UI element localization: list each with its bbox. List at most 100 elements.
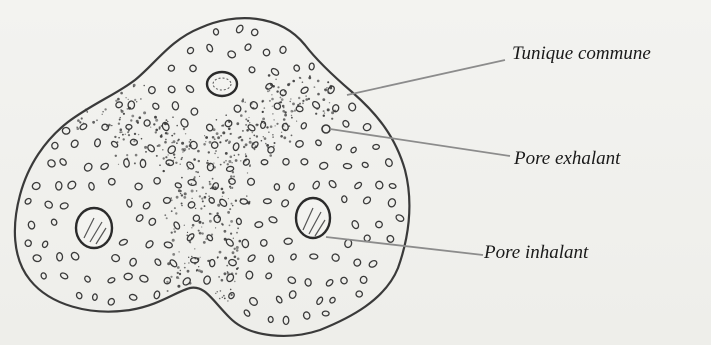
- stipple-dot: [246, 129, 249, 132]
- stipple-dot: [224, 230, 227, 233]
- stipple-dot: [189, 282, 192, 285]
- stipple-dot: [252, 142, 255, 145]
- stipple-dot: [211, 186, 214, 189]
- stipple-dot: [161, 125, 163, 127]
- zooid-pore: [84, 275, 92, 283]
- stipple-dot: [261, 121, 263, 123]
- zooid-pore: [263, 199, 271, 204]
- zooid-pore: [44, 200, 54, 210]
- stipple-dot: [272, 113, 273, 114]
- stipple-dot: [175, 162, 177, 164]
- zooid-pore: [360, 276, 367, 283]
- stipple-dot: [228, 121, 230, 123]
- zooid-pore: [319, 161, 329, 170]
- zooid-pore: [280, 198, 290, 208]
- stipple-dot: [133, 84, 136, 87]
- stipple-dot: [177, 266, 180, 269]
- stipple-dot: [283, 118, 286, 121]
- stipple-dot: [180, 164, 181, 165]
- zooid-pore: [233, 104, 242, 113]
- stipple-dot: [331, 111, 334, 114]
- stipple-dot: [209, 141, 212, 144]
- stipple-dot: [199, 221, 202, 224]
- stipple-dot: [222, 131, 225, 134]
- stipple-dot: [175, 212, 177, 214]
- stipple-dot: [234, 248, 236, 250]
- stipple-dot: [224, 238, 227, 241]
- stipple-dot: [268, 132, 269, 133]
- zooid-pore: [296, 106, 304, 112]
- stipple-dot: [233, 238, 234, 239]
- stipple-dot: [209, 183, 212, 186]
- stipple-dot: [266, 88, 268, 90]
- stipple-dot: [141, 159, 143, 161]
- zooid-pore: [283, 316, 289, 324]
- zooid-pore: [142, 201, 151, 210]
- stipple-dot: [212, 136, 215, 139]
- zooid-pore: [373, 144, 380, 149]
- stipple-dot: [264, 107, 266, 109]
- stipple-dot: [249, 164, 250, 165]
- stipple-dot: [272, 134, 274, 136]
- zooid-pore: [361, 161, 369, 168]
- stipple-dot: [81, 117, 83, 119]
- stipple-dot: [181, 157, 183, 159]
- stipple-dot: [157, 145, 159, 147]
- stipple-dot: [128, 134, 130, 136]
- stipple-dot: [87, 111, 89, 113]
- stipple-dot: [243, 146, 245, 148]
- stipple-dot: [143, 85, 145, 87]
- stipple-dot: [128, 130, 130, 132]
- zooid-pore: [153, 177, 161, 185]
- stipple-dot: [171, 210, 173, 212]
- stipple-dot: [213, 163, 214, 164]
- zooid-pore: [279, 46, 287, 54]
- stipple-dot: [208, 151, 210, 153]
- stipple-dot: [205, 193, 207, 195]
- stipple-dot: [207, 260, 209, 262]
- stipple-dot: [214, 187, 216, 189]
- stipple-dot: [194, 258, 196, 260]
- stipple-dot: [173, 140, 176, 143]
- zooid-pore: [386, 234, 395, 243]
- stipple-dot: [263, 122, 265, 124]
- zooid-pore: [167, 144, 177, 155]
- zooid-pore: [226, 273, 235, 283]
- stipple-dot: [234, 281, 236, 283]
- zooid-pore: [172, 101, 179, 110]
- zooid-pore: [329, 296, 337, 304]
- stipple-dot: [173, 153, 175, 155]
- stipple-dot: [238, 154, 240, 156]
- zooid-pore: [301, 159, 308, 165]
- colony-outline: [15, 18, 410, 336]
- stipple-dot: [118, 137, 120, 139]
- stipple-dot: [213, 166, 214, 167]
- zooid-pore: [70, 251, 80, 261]
- zooid-pore: [265, 272, 273, 280]
- zooid-pore: [375, 181, 384, 190]
- zooid-pore: [387, 198, 396, 208]
- stipple-dot: [188, 257, 189, 258]
- zooid-pore: [288, 182, 295, 190]
- leader-line-tunique: [347, 60, 505, 95]
- stipple-dot: [202, 222, 204, 224]
- zooid-pore: [228, 259, 237, 267]
- stipple-dot: [204, 196, 207, 199]
- stipple-dot: [181, 203, 183, 205]
- stipple-dot: [221, 223, 223, 225]
- zooid-pore: [312, 180, 321, 190]
- zooid-pore: [163, 276, 172, 285]
- stipple-dot: [177, 285, 180, 288]
- stipple-dot: [330, 85, 333, 88]
- stipple-dot: [249, 122, 250, 123]
- stipple-dot: [229, 208, 231, 210]
- stipple-dot: [240, 114, 243, 117]
- zooid-pore: [328, 179, 338, 189]
- stipple-dot: [280, 97, 282, 99]
- stipple-dot: [247, 120, 249, 122]
- stipple-dot: [231, 272, 233, 274]
- stipple-dot: [187, 232, 188, 233]
- stipple-dot: [115, 100, 117, 102]
- stipple-dot: [317, 93, 320, 96]
- stipple-dot: [280, 102, 281, 103]
